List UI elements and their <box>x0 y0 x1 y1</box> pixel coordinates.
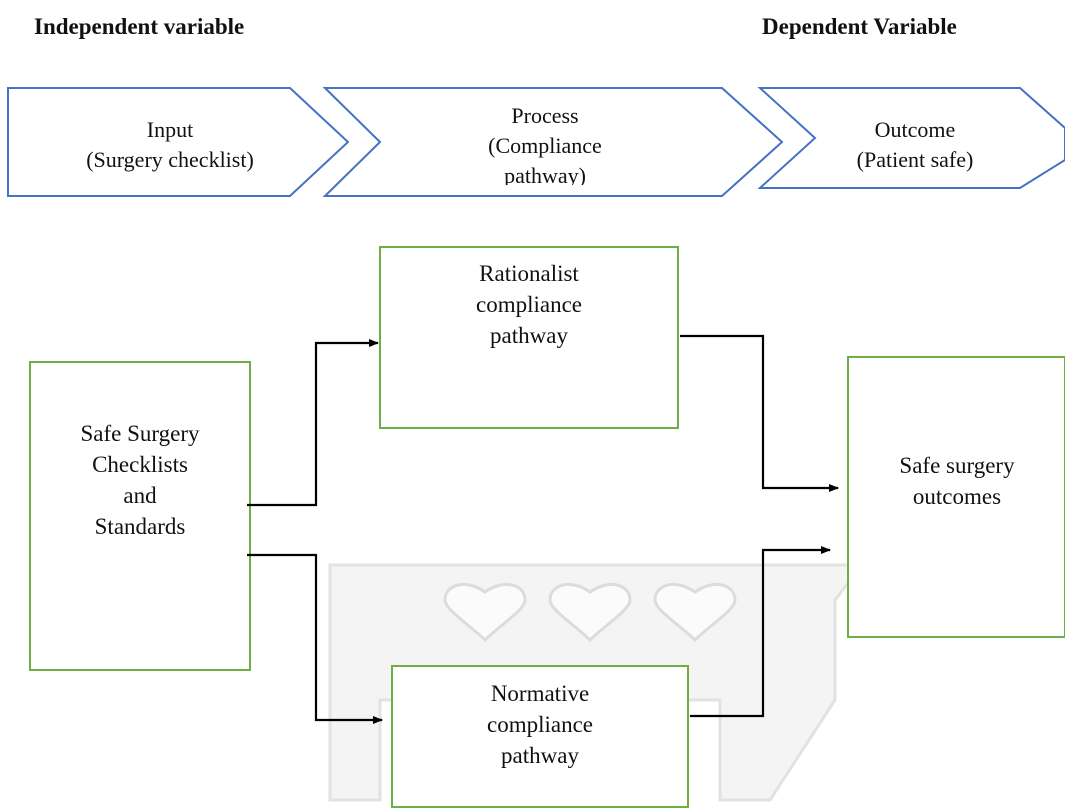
box-rationalist-pathway <box>379 246 679 429</box>
checklists-line1: Safe Surgery <box>80 421 200 446</box>
chevron-process <box>322 87 784 197</box>
box-safe-surgery-outcomes <box>847 356 1065 638</box>
normative-line3: pathway <box>501 743 579 768</box>
rationalist-line2: compliance <box>475 292 582 317</box>
rationalist-line1: Rationalist <box>479 261 579 286</box>
outcomes-line1: Safe surgery <box>899 453 1015 478</box>
normative-line2: compliance <box>486 712 593 737</box>
watermark-heart-1 <box>443 582 527 643</box>
chevron-process-line3: pathway) <box>504 163 586 185</box>
box-normative-pathway <box>391 665 689 808</box>
chevron-input-line2: (Surgery checklist) <box>86 147 254 172</box>
outcomes-line2: outcomes <box>912 484 1002 509</box>
chevron-input <box>7 87 350 197</box>
chevron-input-line1: Input <box>146 117 194 142</box>
normative-line1: Normative <box>490 681 590 706</box>
chevron-process-line1: Process <box>511 103 579 128</box>
chevron-outcome-line2: (Patient safe) <box>856 147 974 172</box>
normative-pathway-label: Normative compliance pathway <box>392 678 688 771</box>
arrow-normative-to-outcomes <box>690 546 831 718</box>
dependent-variable-heading: Dependent Variable <box>762 14 957 39</box>
chevron-process-label: Process (Compliance pathway) <box>400 101 690 185</box>
rationalist-pathway-label: Rationalist compliance pathway <box>380 258 678 351</box>
chevron-input-label: Input (Surgery checklist) <box>20 115 320 181</box>
rationalist-line3: pathway <box>490 323 568 348</box>
chevron-process-line2: (Compliance <box>488 133 602 158</box>
arrow-checklists-to-rationalist <box>247 339 379 507</box>
watermark-heart-2 <box>548 582 632 643</box>
chevron-outcome-line1: Outcome <box>874 117 956 142</box>
watermark-heart-3 <box>653 582 737 643</box>
checklists-line3: and <box>123 483 157 508</box>
chevron-outcome <box>757 87 1065 189</box>
arrow-checklists-to-normative <box>247 553 383 724</box>
arrow-rationalist-to-outcomes <box>680 334 839 492</box>
checklists-line4: Standards <box>94 514 186 539</box>
checklists-standards-label: Safe Surgery Checklists and Standards <box>30 418 250 542</box>
chevron-outcome-label: Outcome (Patient safe) <box>815 115 1015 181</box>
safe-surgery-outcomes-label: Safe surgery outcomes <box>850 450 1064 512</box>
box-checklists-standards <box>29 361 251 671</box>
checklists-line2: Checklists <box>92 452 188 477</box>
independent-variable-heading: Independent variable <box>34 14 245 39</box>
